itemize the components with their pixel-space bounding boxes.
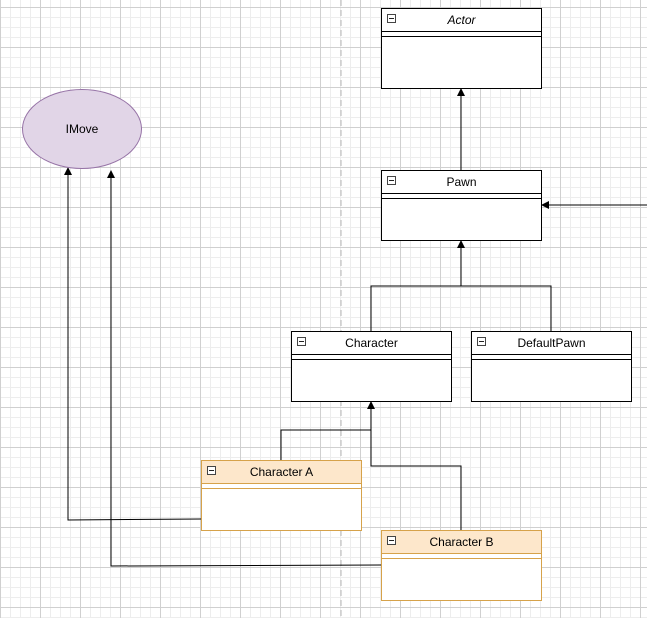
- edge-character-a-to-imove[interactable]: [64, 167, 203, 521]
- edge-character-b-to-imove[interactable]: [107, 170, 383, 567]
- pawn-class-node[interactable]: Pawn: [381, 170, 542, 241]
- attributes-section: [472, 355, 631, 360]
- collapse-icon[interactable]: [207, 466, 216, 475]
- character-class-node[interactable]: Character: [291, 331, 452, 402]
- character-a-class-node[interactable]: Character A: [201, 460, 362, 531]
- collapse-icon[interactable]: [387, 14, 396, 23]
- edge-character-b-to-character[interactable]: [370, 430, 462, 531]
- imove-label: IMove: [65, 122, 99, 136]
- character-b-class-label: Character B: [429, 535, 494, 549]
- edge-character-a-to-character[interactable]: [280, 401, 375, 460]
- character-b-class-node[interactable]: Character B: [381, 530, 542, 601]
- character-class-label: Character: [345, 336, 398, 350]
- edge-character-to-pawn[interactable]: [370, 240, 465, 331]
- character-b-class-header: Character B: [382, 531, 541, 554]
- collapse-icon[interactable]: [387, 536, 396, 545]
- pawn-class-label: Pawn: [446, 175, 477, 189]
- attributes-section: [382, 554, 541, 559]
- defaultpawn-class-label: DefaultPawn: [517, 336, 586, 350]
- defaultpawn-class-node[interactable]: DefaultPawn: [471, 331, 632, 402]
- character-class-header: Character: [292, 332, 451, 355]
- defaultpawn-class-header: DefaultPawn: [472, 332, 631, 355]
- attributes-section: [382, 32, 541, 37]
- collapse-icon[interactable]: [297, 337, 306, 346]
- collapse-icon[interactable]: [387, 176, 396, 185]
- imove-interface-node[interactable]: IMove: [22, 89, 142, 169]
- collapse-icon[interactable]: [477, 337, 486, 346]
- actor-class-node[interactable]: Actor: [381, 8, 542, 89]
- actor-class-label: Actor: [447, 13, 476, 27]
- character-a-class-header: Character A: [202, 461, 361, 484]
- actor-class-header: Actor: [382, 9, 541, 32]
- edge-defaultpawn-to-pawn[interactable]: [461, 285, 552, 331]
- pawn-class-header: Pawn: [382, 171, 541, 194]
- attributes-section: [292, 355, 451, 360]
- attributes-section: [202, 484, 361, 489]
- attributes-section: [382, 194, 541, 199]
- character-a-class-label: Character A: [249, 465, 314, 479]
